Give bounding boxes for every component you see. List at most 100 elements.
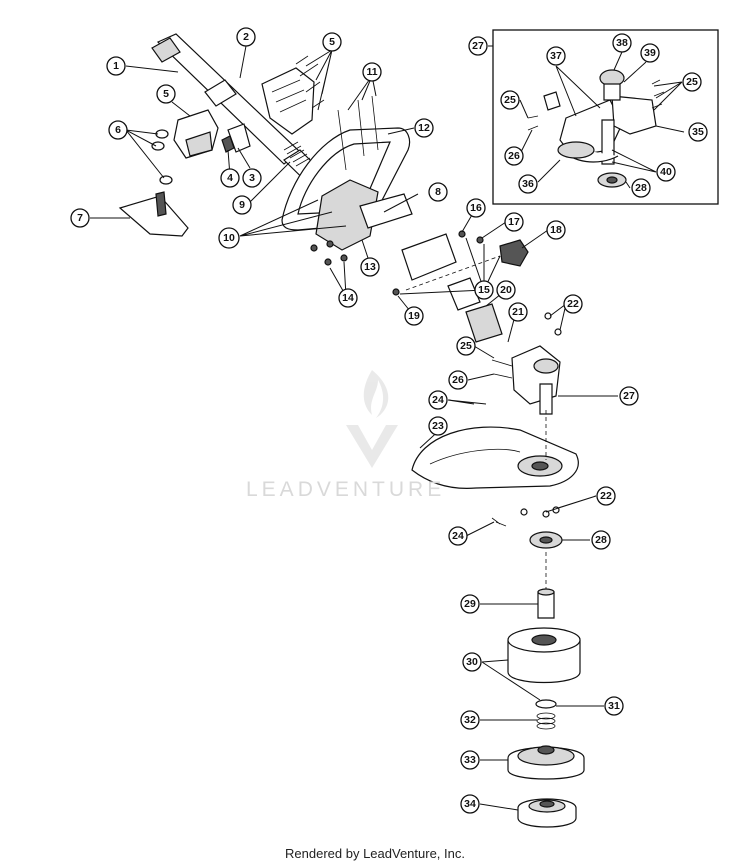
inset-detail [492,29,719,205]
callout-29: 29 [460,594,480,614]
svg-text:4: 4 [227,172,233,184]
callout-5-top: 5 [322,32,342,52]
coupler-tube [401,233,457,281]
callout-25-inset-right: 25 [682,72,702,92]
washer-31 [535,699,557,709]
svg-text:27: 27 [623,390,635,402]
wire-clip [118,195,189,237]
svg-text:34: 34 [464,798,476,810]
callout-27-main: 27 [619,386,639,406]
svg-text:18: 18 [550,224,562,236]
svg-text:25: 25 [460,340,472,352]
callout-38: 38 [612,33,632,53]
svg-text:10: 10 [223,232,235,244]
svg-text:37: 37 [550,50,562,62]
svg-text:20: 20 [500,284,512,296]
callout-23: 23 [428,416,448,436]
svg-text:17: 17 [508,216,520,228]
shaft-sleeve [447,277,481,311]
callout-13: 13 [360,257,380,277]
svg-text:12: 12 [418,122,430,134]
spring-small [221,135,235,153]
callout-11: 11 [362,62,382,82]
callout-18: 18 [546,220,566,240]
callout-31: 31 [604,696,624,716]
callout-5-left: 5 [156,84,176,104]
watermark-text: LEADVENTURE [246,478,446,501]
middle-parts [392,230,529,343]
svg-text:39: 39 [644,47,656,59]
svg-text:40: 40 [660,166,672,178]
callout-25-inset-left: 25 [500,90,520,110]
svg-text:30: 30 [466,656,478,668]
svg-text:22: 22 [567,298,579,310]
callout-37: 37 [546,46,566,66]
svg-text:3: 3 [249,172,255,184]
svg-text:24: 24 [452,530,464,542]
watermark-logo [346,370,398,468]
callout-15: 15 [474,280,494,300]
nuts [310,240,348,266]
callout-39: 39 [640,43,660,63]
callout-20: 20 [496,280,516,300]
svg-text:7: 7 [77,212,83,224]
callout-2: 2 [236,27,256,47]
callout-19: 19 [404,306,424,326]
liner [465,303,503,343]
svg-text:22: 22 [600,490,612,502]
callout-21: 21 [508,302,528,322]
svg-text:26: 26 [508,150,520,162]
callout-3: 3 [242,168,262,188]
callout-36: 36 [518,174,538,194]
callout-34: 34 [460,794,480,814]
callout-28-inset: 28 [631,178,651,198]
callout-25-main: 25 [456,336,476,356]
svg-text:36: 36 [522,178,534,190]
svg-text:28: 28 [595,534,607,546]
footer-credit: Rendered by LeadVenture, Inc. [285,846,465,861]
svg-text:24: 24 [432,394,444,406]
svg-text:2: 2 [243,31,249,43]
svg-text:21: 21 [512,306,524,318]
callout-32: 32 [460,710,480,730]
svg-text:31: 31 [608,700,620,712]
coil-spring [283,141,311,167]
svg-text:13: 13 [364,261,376,273]
svg-text:5: 5 [329,36,335,48]
callout-16: 16 [466,198,486,218]
debris-guard [411,410,579,489]
svg-text:26: 26 [452,374,464,386]
svg-text:16: 16 [470,202,482,214]
handle-clamp [315,179,379,251]
callouts: 1 2 3 4 5 5 6 7 8 9 10 11 12 13 14 15 16… [70,27,708,814]
callout-17: 17 [504,212,524,232]
svg-text:29: 29 [464,598,476,610]
svg-text:15: 15 [478,284,490,296]
svg-text:25: 25 [686,76,698,88]
svg-text:11: 11 [366,66,377,78]
callout-12: 12 [414,118,434,138]
lower-stack [491,506,585,828]
callout-22-top: 22 [563,294,583,314]
svg-text:8: 8 [435,186,441,198]
callout-1: 1 [106,56,126,76]
callout-4: 4 [220,168,240,188]
svg-text:32: 32 [464,714,476,726]
svg-text:23: 23 [432,420,444,432]
svg-text:19: 19 [408,310,420,322]
output-shaft [601,119,615,165]
callout-8: 8 [428,182,448,202]
callout-33: 33 [460,750,480,770]
callout-35: 35 [688,122,708,142]
svg-text:33: 33 [464,754,476,766]
tube-end-cap [151,37,181,63]
svg-text:14: 14 [342,292,354,304]
callout-28-main: 28 [591,530,611,550]
svg-text:35: 35 [692,126,704,138]
svg-text:9: 9 [239,199,245,211]
gearbox [511,345,561,405]
svg-text:27: 27 [472,40,484,52]
callout-24-bottom: 24 [448,526,468,546]
shaft-assembly [118,33,413,266]
